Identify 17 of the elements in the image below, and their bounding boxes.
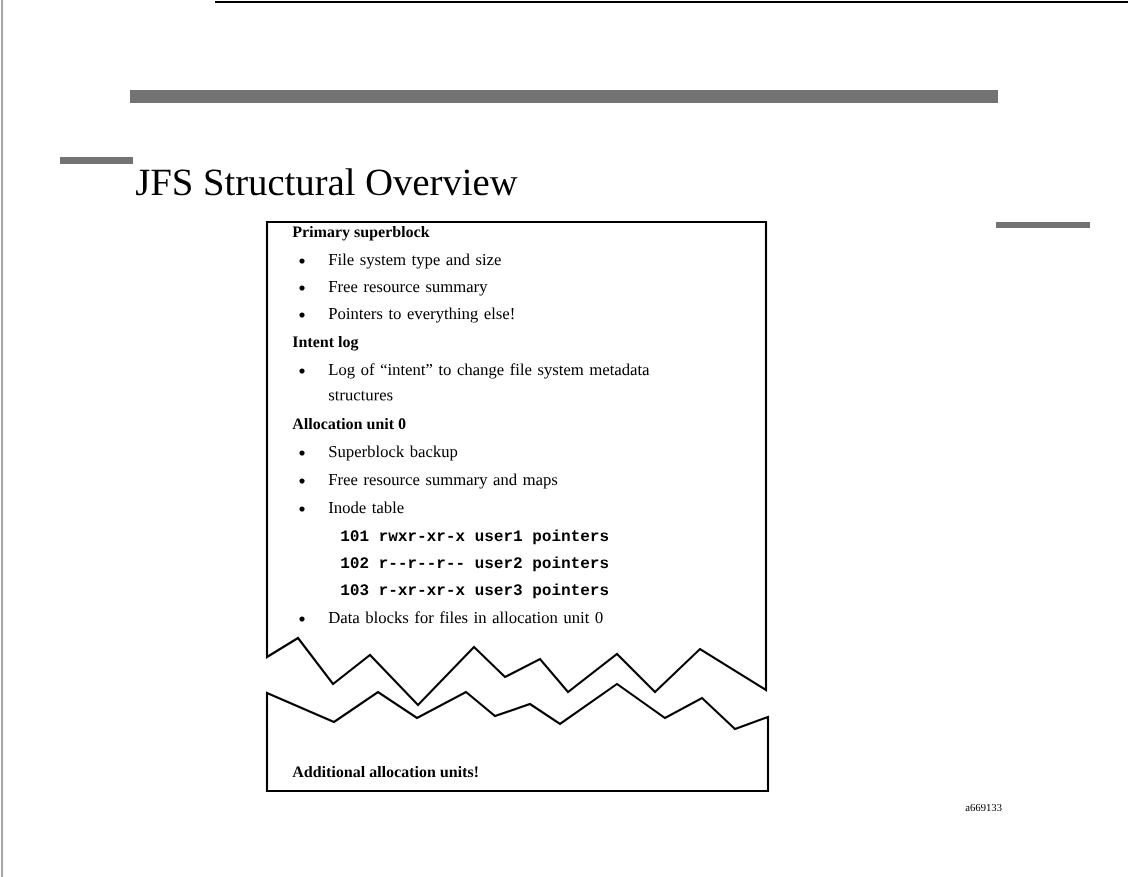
- list-item: Data blocks for files in allocation unit 0: [328, 611, 603, 624]
- code-line: 103 r-xr-xr-x user3 pointers: [341, 583, 609, 599]
- list-item: Superblock backup: [329, 445, 458, 461]
- list-item: Free resource summary: [328, 281, 488, 296]
- code-line: 102 r--r--r-- user2 pointers: [341, 556, 609, 572]
- code-line: 101 rwxr-xr-x user1 pointers: [341, 529, 609, 545]
- list-item: Log of “intent” to change file system metadata structures: [328, 363, 650, 401]
- section-heading: Intent log: [292, 335, 359, 351]
- list-item: File system type and size: [328, 253, 501, 269]
- list-item: Pointers to everything else!: [328, 307, 514, 323]
- list-item: Free resource summary and maps: [328, 473, 558, 489]
- title: JFS Structural Overview: [136, 168, 518, 196]
- section-heading: Allocation unit 0: [292, 417, 406, 430]
- section-heading: Primary superblock: [292, 225, 430, 241]
- section-heading: Additional allocation units!: [292, 765, 478, 778]
- list-item: Inode table: [328, 501, 404, 514]
- figure-id: a669133: [965, 803, 1002, 812]
